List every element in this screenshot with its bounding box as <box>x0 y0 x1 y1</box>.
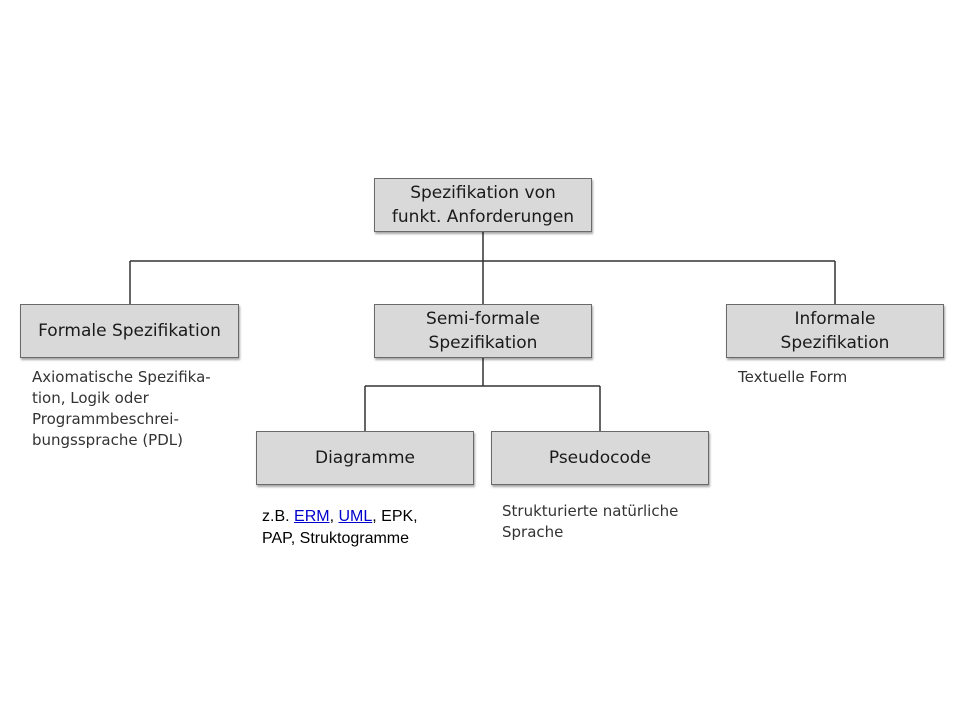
node-diagramme: Diagramme <box>256 431 474 485</box>
note-diagramme-rest: , EPK, <box>372 508 418 525</box>
note-pseudocode: Strukturierte natürliche Sprache <box>502 502 679 541</box>
node-informale-spezifikation: Informale Spezifikation <box>726 304 944 358</box>
link-uml[interactable]: UML <box>338 508 373 525</box>
note-diagramme-line2: PAP, Struktogramme <box>262 530 410 547</box>
link-erm[interactable]: ERM <box>294 508 330 525</box>
node-pseudocode: Pseudocode <box>491 431 709 485</box>
note-formale-spezifikation: Axiomatische Spezifika- tion, Logik oder… <box>32 368 211 449</box>
node-root-spezifikation: Spezifikation von funkt. Anforderungen <box>374 178 592 232</box>
note-diagramme-prefix: z.B. <box>262 508 295 525</box>
note-diagramme-sep: , <box>329 508 339 525</box>
note-diagramme: z.B. ERM, UML, EPK, PAP, Struktogramme <box>262 506 482 550</box>
note-informale-spezifikation: Textuelle Form <box>738 368 848 386</box>
node-semi-formale-spezifikation: Semi-formale Spezifikation <box>374 304 592 358</box>
node-formale-spezifikation: Formale Spezifikation <box>20 304 239 358</box>
